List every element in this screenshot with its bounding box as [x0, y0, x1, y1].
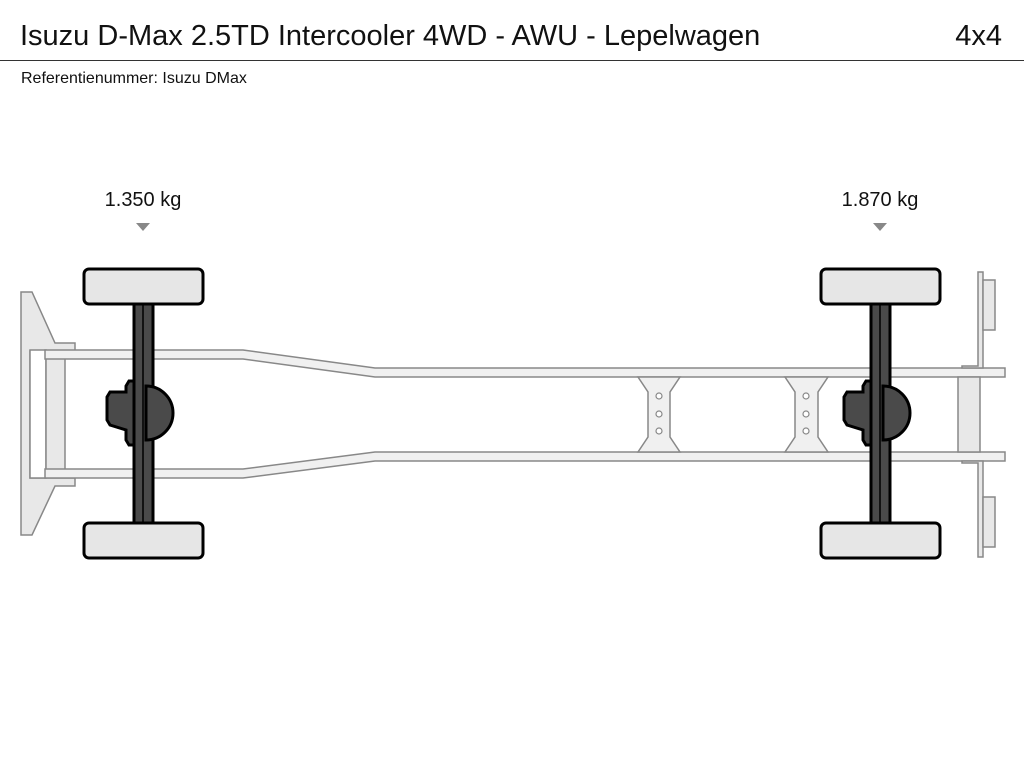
page-title: Isuzu D-Max 2.5TD Intercooler 4WD - AWU … — [20, 20, 761, 52]
tail-light — [982, 279, 996, 331]
wheel — [819, 267, 942, 306]
wheel — [82, 521, 205, 560]
front-axle-load: 1.350 kg — [104, 189, 182, 211]
rear-crossmember — [957, 376, 981, 453]
frame — [20, 271, 1006, 558]
wheel — [82, 267, 205, 306]
reference-number: Referentienummer: Isuzu DMax — [21, 70, 247, 87]
divider — [0, 60, 1024, 61]
left-rail — [44, 349, 1006, 378]
load-arrows — [136, 223, 887, 231]
axle-configuration: 4x4 — [955, 20, 1002, 52]
tail-light — [982, 496, 996, 548]
front-load-arrow-icon — [136, 223, 150, 231]
wheel — [819, 521, 942, 560]
rear-axle — [819, 267, 942, 560]
right-rail — [44, 451, 1006, 479]
front-axle — [82, 267, 205, 560]
rear-axle-load: 1.870 kg — [841, 189, 919, 211]
rear-load-arrow-icon — [873, 223, 887, 231]
